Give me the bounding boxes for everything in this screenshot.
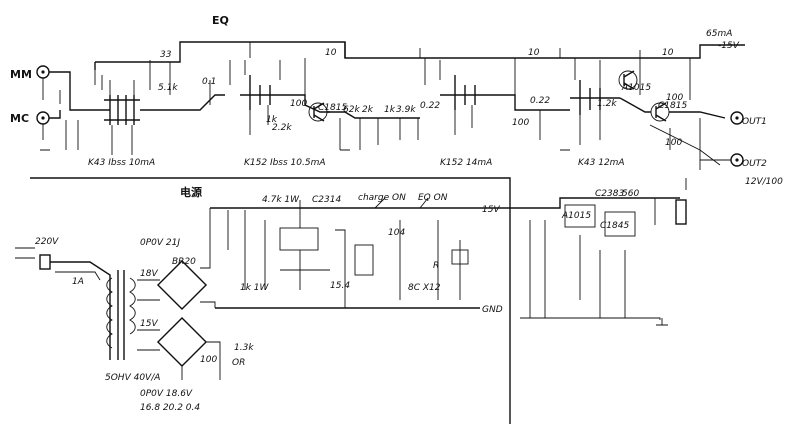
- regulator-ic: [279, 227, 319, 251]
- label-relay: 12V/100: [745, 177, 783, 187]
- label-r: R: [433, 261, 439, 271]
- relay-coil: [451, 249, 469, 265]
- label-tr1: 18V: [140, 269, 158, 279]
- transformer: [106, 270, 136, 360]
- label-r2k: 2k: [362, 105, 374, 115]
- a1015-transistor: [618, 70, 638, 90]
- label-r10b: 10: [528, 48, 540, 58]
- label-r33: 33: [160, 50, 172, 60]
- preamp-section: [36, 41, 745, 170]
- label-bottom-values: 16.8 20.2 0.4: [140, 403, 200, 413]
- label-q3: K152 14mA: [440, 158, 492, 168]
- label-supply-current: 65mA: [706, 29, 732, 39]
- label-r22k: 2.2k: [272, 123, 292, 133]
- label-c022a: 0.22: [420, 101, 440, 111]
- third-fet-stage: [424, 58, 500, 135]
- label-r13k: 1.3k: [234, 343, 254, 353]
- fourth-fet-stage: [570, 58, 620, 145]
- label-out1: OUT1: [742, 117, 767, 127]
- label-q1: K43 Ibss 10mA: [88, 158, 155, 168]
- label-gnd: GND: [482, 305, 503, 315]
- power-section: [15, 177, 687, 424]
- label-c2383: C2383: [595, 189, 624, 199]
- labels-layer: EQ 65mA -15V MM MC K43 Ibss 10mA K152 Ib…: [10, 14, 783, 413]
- label-c01: 0.1: [202, 77, 216, 87]
- label-c1815a: C1815: [318, 103, 347, 113]
- label-a1015: A1015: [621, 83, 651, 93]
- label-tr2: 15V: [140, 319, 158, 329]
- label-15v: 15V: [482, 205, 500, 215]
- label-r1k: 1k: [384, 105, 396, 115]
- input-fet-stage: [104, 80, 140, 155]
- label-mm: MM: [10, 68, 32, 81]
- label-1k-1w: 1k 1W: [240, 283, 270, 293]
- label-r100a: 100: [290, 99, 307, 109]
- label-r560: 560: [622, 189, 639, 199]
- label-r100b: 100: [512, 118, 529, 128]
- label-r51k: 5.1k: [158, 83, 178, 93]
- mains-plug: [15, 247, 51, 270]
- bridge-rectifier-1: [156, 259, 208, 311]
- mc-input-jack: [36, 111, 50, 125]
- label-cap-bank: 8C X12: [408, 283, 441, 293]
- label-c022b: 0.22: [530, 96, 550, 106]
- label-r100f: 100: [200, 355, 217, 365]
- label-eq: EQ: [212, 14, 229, 27]
- power-boundary: [30, 177, 511, 424]
- label-4k7-1w: 4.7k 1W: [262, 195, 300, 205]
- right-regulator: [529, 178, 687, 326]
- charge-relay: [354, 244, 374, 276]
- label-c1845: C1845: [600, 221, 629, 231]
- label-transformer-spec: 5OHV 40V/A: [105, 373, 160, 383]
- label-r10a: 10: [325, 48, 337, 58]
- label-r100d: 100: [665, 138, 682, 148]
- label-r12k: 1.2k: [597, 99, 617, 109]
- label-ac: 220V: [35, 237, 59, 247]
- label-charge: charge ON: [358, 193, 406, 203]
- out1-jack: [730, 111, 744, 125]
- label-q2: K152 Ibss 10.5mA: [244, 158, 326, 168]
- label-r62k: 62k: [343, 105, 360, 115]
- label-or: OR: [232, 358, 245, 368]
- label-c2314: C2314: [312, 195, 341, 205]
- label-opov-186v: 0P0V 18.6V: [140, 389, 193, 399]
- label-r1kb: 1k: [266, 115, 278, 125]
- label-d15: 15.4: [330, 281, 350, 291]
- label-c1815b: C1815: [658, 101, 687, 111]
- label-eq-on: EQ ON: [418, 193, 448, 203]
- label-power: 电源: [180, 185, 202, 199]
- label-a1015b: A1015: [561, 211, 591, 221]
- bridge-rectifier-2: [156, 316, 208, 368]
- label-r104: 104: [388, 228, 405, 238]
- label-supply-voltage: -15V: [718, 41, 740, 51]
- mm-input-jack: [36, 65, 50, 79]
- label-r10c: 10: [662, 48, 674, 58]
- label-mc: MC: [10, 112, 29, 125]
- second-fet-stage: [229, 60, 290, 135]
- label-opov-21j: 0P0V 21J: [140, 238, 180, 248]
- label-r100c: 100: [666, 93, 683, 103]
- label-out2: OUT2: [742, 159, 767, 169]
- label-fuse: 1A: [72, 277, 84, 287]
- label-bridge: BR20: [172, 257, 196, 267]
- label-r39k: 3.9k: [396, 105, 416, 115]
- label-q4: K43 12mA: [578, 158, 625, 168]
